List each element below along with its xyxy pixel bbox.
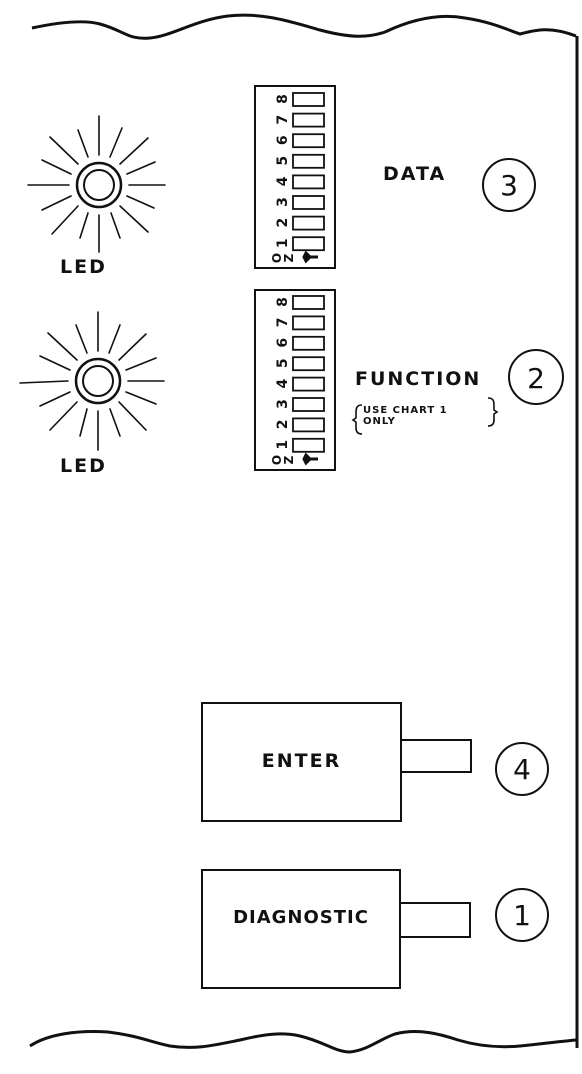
callout-3-circle: [482, 158, 536, 212]
dip-data-position-7-number: 7: [275, 115, 291, 125]
dip-function-position-4-number: 4: [275, 378, 291, 388]
dip-data-switch-2[interactable]: [292, 215, 325, 231]
diagnostic-button-body[interactable]: [201, 869, 401, 989]
diagnostic-button-label[interactable]: DIAGNOSTIC: [233, 907, 369, 928]
dip-function-arrow-icon: [302, 452, 318, 466]
dip-function-switch-5[interactable]: [292, 356, 325, 372]
dip-function-position-6-number: 6: [275, 338, 291, 348]
dip-data-position-1-number: 1: [275, 238, 291, 248]
dip-function-on-label: Z: [282, 455, 296, 464]
led-1: [27, 115, 166, 253]
dip-function-position-2-number: 2: [275, 420, 291, 430]
callout-2-circle: [508, 349, 564, 405]
dip-data-off-label: O: [270, 253, 284, 263]
dip-function-switch-4[interactable]: [292, 376, 325, 392]
callout-3-number: 3: [500, 169, 518, 202]
dip-data-position-4-number: 4: [275, 176, 291, 186]
callout-4-circle: [495, 742, 549, 796]
dip-data-switch-1[interactable]: [292, 236, 325, 252]
enter-button-plunger[interactable]: [400, 739, 472, 773]
callout-1-circle: [495, 888, 549, 942]
enter-button-label[interactable]: ENTER: [261, 750, 342, 772]
note-left-bracket: [351, 404, 363, 435]
function-note: USE CHART 1 ONLY: [363, 405, 448, 427]
dip-data-switch-5[interactable]: [292, 153, 325, 169]
dip-function-position-5-number: 5: [275, 358, 291, 368]
dip-switch-data: 1 2 3 4 5 6 7 8 O Z: [254, 85, 336, 269]
note-right-bracket: [487, 397, 499, 427]
dip-function-switch-1[interactable]: [292, 437, 325, 453]
dip-function-position-8-number: 8: [275, 297, 291, 307]
dip-data-on-label: Z: [282, 253, 296, 262]
function-note-line2: ONLY: [363, 416, 396, 427]
dip-data-position-6-number: 6: [275, 135, 291, 145]
dip-function-position-1-number: 1: [275, 440, 291, 450]
callout-2-number: 2: [527, 362, 545, 395]
dip-function-switch-8[interactable]: [292, 295, 325, 310]
dip-data-position-5-number: 5: [275, 156, 291, 166]
diagnostic-button-plunger[interactable]: [399, 902, 471, 938]
dip-function-switch-2[interactable]: [292, 417, 325, 433]
dip-function-position-7-number: 7: [275, 318, 291, 328]
dip-data-position-8-number: 8: [275, 94, 291, 104]
led-1-label: LED: [60, 256, 107, 278]
function-label: FUNCTION: [355, 368, 482, 390]
dip-data-switch-3[interactable]: [292, 195, 325, 210]
dip-data-switch-4[interactable]: [292, 174, 325, 190]
function-note-line1: USE CHART 1: [363, 405, 448, 416]
dip-data-position-3-number: 3: [275, 197, 291, 207]
enter-button-body[interactable]: [201, 702, 402, 822]
dip-function-switch-7[interactable]: [292, 315, 325, 331]
dip-data-position-2-number: 2: [275, 218, 291, 228]
dip-function-switch-3[interactable]: [292, 397, 325, 412]
panel-top-edge: [31, 13, 577, 40]
dip-data-switch-6[interactable]: [292, 133, 325, 149]
dip-switch-function: 1 2 3 4 5 6 7 8 O Z: [254, 289, 336, 471]
dip-function-position-3-number: 3: [275, 399, 291, 409]
callout-4-number: 4: [513, 753, 531, 786]
dip-data-arrow-icon: [302, 250, 318, 264]
callout-1-number: 1: [513, 899, 531, 932]
dip-data-switch-8[interactable]: [292, 92, 325, 107]
data-label: DATA: [383, 163, 447, 185]
dip-function-switch-6[interactable]: [292, 335, 325, 351]
dip-function-off-label: O: [270, 455, 284, 465]
dip-data-switch-7[interactable]: [292, 112, 325, 128]
led-2-label: LED: [60, 455, 107, 477]
panel-bottom-edge: [29, 1030, 577, 1054]
led-2: [19, 311, 165, 451]
